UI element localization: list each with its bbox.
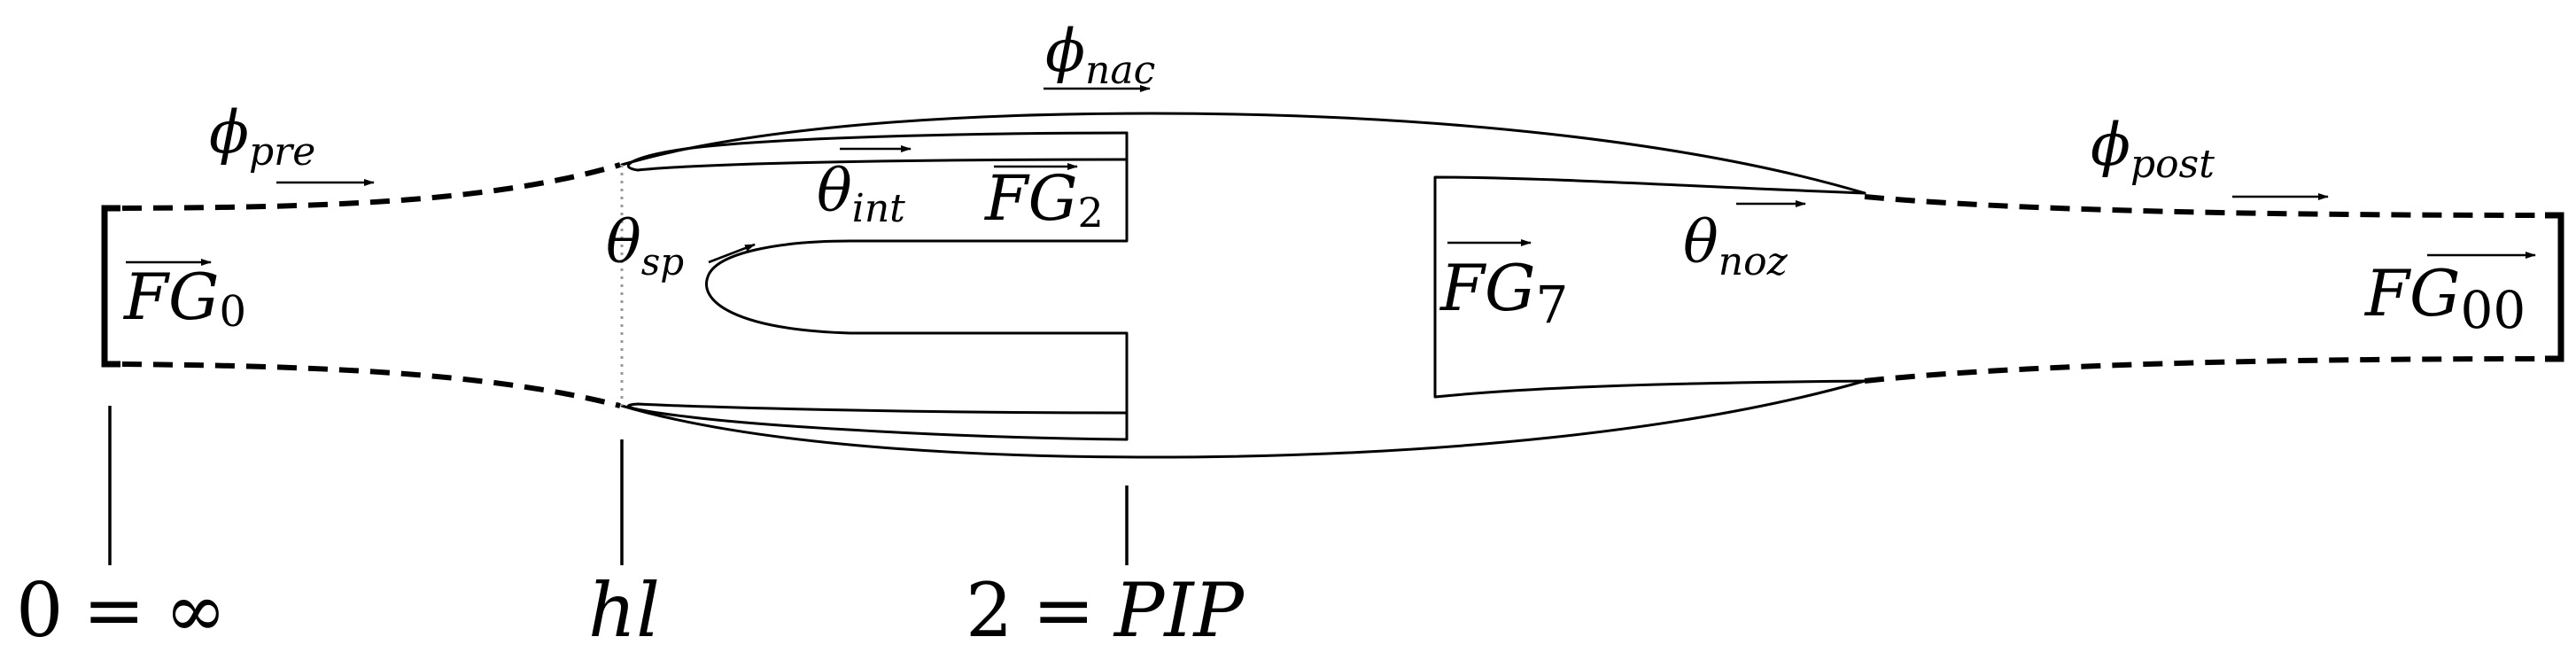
label-fg-2-main: FG [983, 162, 1078, 235]
label-fg-00: FG00 [2363, 256, 2526, 340]
label-theta-sp: θsp [606, 208, 684, 284]
label-phi-post-main: ϕ [2091, 111, 2130, 179]
pre-streamtube-top [121, 162, 621, 211]
left-bracket [101, 205, 120, 368]
label-fg-0-sub: 0 [219, 287, 246, 337]
label-theta-int-sub: int [852, 186, 905, 231]
label-phi-pre-main: ϕ [209, 98, 249, 167]
label-phi-nac-sub: nac [1085, 48, 1155, 93]
engine-face-lower [849, 331, 1129, 441]
label-phi-nac-main: ϕ [1045, 17, 1085, 85]
label-phi-post-sub: post [2130, 142, 2215, 187]
label-phi-pre-sub: pre [249, 129, 315, 175]
station-2-rhs: PIP [1113, 567, 1245, 654]
label-phi-nac: ϕnac [1045, 17, 1155, 93]
right-bracket [2545, 212, 2564, 362]
label-fg-7-sub: 7 [1535, 275, 1568, 335]
station-2-lhs: 2 [966, 567, 1013, 654]
label-fg-7: FG7 [1439, 251, 1568, 335]
arrow-theta-sp [708, 243, 756, 264]
label-theta-int-main: θ [817, 157, 852, 225]
post-streamtube-bottom [1864, 356, 2544, 384]
pre-streamtube-bottom [121, 361, 621, 408]
label-theta-noz: θnoz [1683, 208, 1788, 284]
label-phi-pre: ϕpre [209, 98, 315, 175]
label-theta-sp-main: θ [606, 208, 641, 276]
label-theta-int: θint [817, 157, 905, 231]
station-label-hl: hl [588, 567, 660, 654]
nacelle-bottom [620, 379, 1866, 459]
label-fg-2: FG2 [983, 162, 1104, 237]
label-phi-post: ϕpost [2091, 111, 2215, 187]
label-theta-noz-main: θ [1683, 208, 1719, 276]
label-fg-7-main: FG [1439, 251, 1535, 325]
post-streamtube-top [1864, 194, 2544, 218]
label-theta-sp-sub: sp [641, 240, 684, 284]
station-0-rhs: ∞ [165, 567, 227, 654]
nozzle-core [1433, 175, 1866, 399]
spinner [705, 239, 852, 335]
station-label-2: 2=PIP [966, 567, 1245, 654]
station-0-eq: = [82, 567, 144, 654]
label-fg-2-sub: 2 [1078, 189, 1104, 237]
label-theta-noz-sub: noz [1719, 239, 1788, 284]
label-fg-0-main: FG [122, 260, 219, 334]
engine-face-box [849, 131, 1129, 243]
upper-intake-lip [626, 131, 1129, 172]
station-2-eq: = [1032, 567, 1094, 654]
nacelle-top [620, 112, 1866, 195]
label-fg-0: FG0 [122, 260, 246, 337]
label-fg-00-sub: 00 [2460, 280, 2526, 340]
label-fg-00-main: FG [2363, 256, 2460, 330]
station-0-lhs: 0 [16, 567, 63, 654]
lower-intake-lip [626, 402, 1129, 441]
station-label-0: 0=∞ [16, 567, 227, 654]
